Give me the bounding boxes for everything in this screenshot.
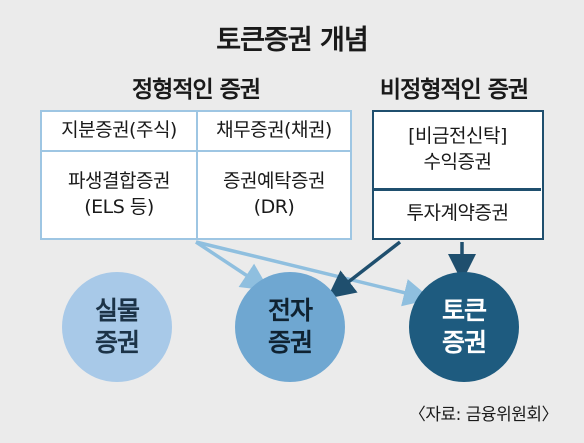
- physical-securities-line2: 증권: [94, 328, 140, 357]
- debt-securities-label: 채무증권(채권): [216, 119, 332, 142]
- equity-securities-label: 지분증권(주식): [61, 119, 177, 142]
- informal-box-divider-h: [374, 188, 541, 191]
- source-note: 〈자료: 금융위원회〉: [408, 405, 559, 425]
- electronic-securities-circle: 전자 증권: [235, 272, 345, 382]
- trust-beneficiary-note: 수익증권: [423, 151, 492, 173]
- debt-securities-cell: 채무증권(채권): [198, 112, 350, 150]
- investment-contract-label: 투자계약증권: [406, 202, 509, 225]
- physical-securities-circle: 실물 증권: [62, 272, 172, 382]
- token-securities-circle: 토큰 증권: [409, 272, 519, 382]
- arrow-formal-to-electronic: [195, 240, 270, 291]
- investment-contract-cell: 투자계약증권: [374, 191, 541, 237]
- page-title: 토큰증권 개념: [216, 25, 368, 56]
- arrow-informal-to-electronic: [326, 240, 402, 299]
- derivative-securities-label: 파생결합증권: [68, 170, 170, 193]
- depositary-receipts-note: (DR): [253, 196, 295, 218]
- depositary-receipts-cell: 증권예탁증권 (DR): [198, 152, 350, 238]
- formal-box-divider-v: [196, 112, 198, 238]
- trust-beneficiary-label: [비금전신탁]: [408, 125, 507, 148]
- physical-securities-line1: 실물: [94, 295, 140, 325]
- electronic-securities-line2: 증권: [267, 328, 313, 357]
- derivative-securities-cell: 파생결합증권 (ELS 등): [42, 152, 196, 238]
- arrow-formal-to-token: [195, 240, 432, 307]
- formal-box-divider-h: [42, 150, 350, 152]
- informal-securities-heading: 비정형적인 증권: [379, 77, 529, 103]
- trust-beneficiary-cell: [비금전신탁] 수익증권: [374, 112, 541, 188]
- token-securities-line1: 토큰: [441, 295, 487, 325]
- token-securities-line2: 증권: [441, 328, 487, 357]
- depositary-receipts-label: 증권예탁증권: [223, 170, 325, 193]
- formal-securities-heading: 정형적인 증권: [132, 77, 261, 103]
- informal-securities-box: [비금전신탁] 수익증권 투자계약증권: [372, 110, 544, 240]
- derivative-securities-note: (ELS 등): [84, 196, 154, 218]
- electronic-securities-line1: 전자: [267, 295, 313, 325]
- formal-securities-box: 지분증권(주식) 채무증권(채권) 파생결합증권 (ELS 등) 증권예탁증권 …: [40, 110, 352, 240]
- equity-securities-cell: 지분증권(주식): [42, 112, 196, 150]
